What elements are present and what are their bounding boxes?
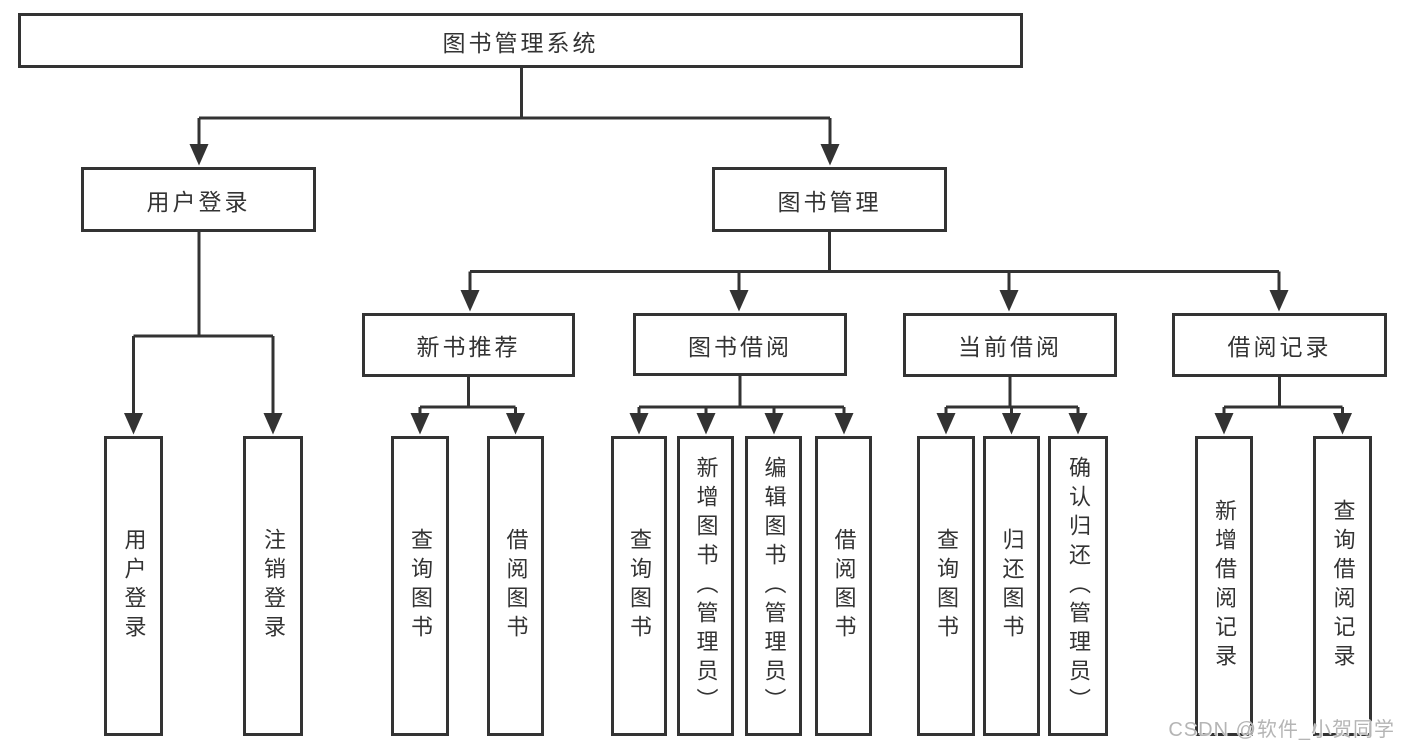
leaf-add-borrow-record: 新增借阅记录 bbox=[1195, 436, 1253, 736]
arrow-down-icon bbox=[834, 413, 854, 435]
node-user-login: 用户登录 bbox=[81, 167, 316, 232]
arrow-down-icon bbox=[263, 413, 283, 435]
arrow-down-icon bbox=[936, 413, 956, 435]
leaf-borrow-book-recommend-label: 借阅图书 bbox=[503, 528, 529, 644]
leaf-add-book-admin: 新增图书（管理员） bbox=[677, 436, 734, 736]
connector-bookmgmt-to-level3 bbox=[468, 232, 1281, 293]
node-book-management: 图书管理 bbox=[712, 167, 947, 232]
arrowheads bbox=[124, 144, 1352, 435]
leaf-query-book-borrow: 查询图书 bbox=[611, 436, 667, 736]
leaf-add-borrow-record-label: 新增借阅记录 bbox=[1212, 499, 1237, 673]
leaf-return-book: 归还图书 bbox=[983, 436, 1040, 736]
node-borrow-records: 借阅记录 bbox=[1172, 313, 1387, 377]
arrow-down-icon bbox=[999, 290, 1019, 312]
arrow-down-icon bbox=[1002, 413, 1021, 435]
arrow-down-icon bbox=[460, 290, 480, 312]
arrow-down-icon bbox=[1333, 413, 1352, 435]
connector-userlogin-split bbox=[132, 232, 275, 416]
leaf-logout-label: 注销登录 bbox=[261, 528, 286, 644]
arrow-down-icon bbox=[1269, 290, 1289, 312]
node-book-management-label: 图书管理 bbox=[777, 188, 882, 215]
leaf-confirm-return-admin-label: 确认归还（管理员） bbox=[1066, 455, 1091, 717]
leaf-query-borrow-record: 查询借阅记录 bbox=[1313, 436, 1372, 736]
leaf-borrow-book-label: 借阅图书 bbox=[831, 528, 857, 644]
leaf-query-book-recommend-label: 查询图书 bbox=[408, 528, 433, 644]
arrow-down-icon bbox=[629, 413, 649, 435]
connector-newbook-split bbox=[418, 377, 517, 415]
arrow-down-icon bbox=[729, 290, 749, 312]
leaf-edit-book-admin: 编辑图书（管理员） bbox=[745, 436, 802, 736]
leaf-borrow-book: 借阅图书 bbox=[815, 436, 872, 736]
leaf-query-borrow-record-label: 查询借阅记录 bbox=[1330, 499, 1356, 673]
connector-root-to-level2 bbox=[197, 68, 832, 147]
leaf-query-book-current-label: 查询图书 bbox=[934, 528, 959, 644]
arrow-down-icon bbox=[124, 413, 143, 435]
leaf-query-book-borrow-label: 查询图书 bbox=[627, 528, 652, 644]
leaf-query-book-current: 查询图书 bbox=[917, 436, 975, 736]
arrow-down-icon bbox=[1068, 413, 1088, 435]
leaf-user-login: 用户登录 bbox=[104, 436, 163, 736]
node-root-label: 图书管理系统 bbox=[442, 29, 599, 56]
arrow-down-icon bbox=[820, 144, 840, 166]
node-root: 图书管理系统 bbox=[18, 13, 1023, 68]
arrow-down-icon bbox=[410, 413, 430, 435]
node-new-book-recommend: 新书推荐 bbox=[362, 313, 575, 377]
arrow-down-icon bbox=[764, 413, 784, 435]
connector-currentborrow-split bbox=[944, 377, 1080, 415]
leaf-add-book-admin-label: 新增图书（管理员） bbox=[693, 455, 719, 717]
node-borrow-records-label: 借阅记录 bbox=[1227, 334, 1332, 360]
leaf-user-login-label: 用户登录 bbox=[121, 528, 147, 644]
node-current-borrow-label: 当前借阅 bbox=[958, 334, 1062, 360]
node-book-borrow-label: 图书借阅 bbox=[688, 333, 792, 360]
arrow-down-icon bbox=[1214, 413, 1234, 435]
connector-borrowrecord-split bbox=[1222, 377, 1344, 415]
arrow-down-icon bbox=[506, 413, 525, 435]
leaf-confirm-return-admin: 确认归还（管理员） bbox=[1048, 436, 1108, 736]
leaf-edit-book-admin-label: 编辑图书（管理员） bbox=[761, 455, 787, 717]
leaf-borrow-book-recommend: 借阅图书 bbox=[487, 436, 544, 736]
arrow-down-icon bbox=[189, 144, 209, 166]
node-new-book-recommend-label: 新书推荐 bbox=[416, 334, 521, 360]
watermark: CSDN @软件_小贺同学 bbox=[1168, 719, 1395, 741]
connector-bookborrow-split bbox=[637, 376, 846, 415]
leaf-return-book-label: 归还图书 bbox=[999, 528, 1025, 644]
node-user-login-label: 用户登录 bbox=[146, 188, 251, 215]
arrow-down-icon bbox=[696, 413, 716, 435]
leaf-query-book-recommend: 查询图书 bbox=[391, 436, 449, 736]
node-current-borrow: 当前借阅 bbox=[903, 313, 1117, 377]
node-book-borrow: 图书借阅 bbox=[633, 313, 847, 376]
leaf-logout: 注销登录 bbox=[243, 436, 303, 736]
